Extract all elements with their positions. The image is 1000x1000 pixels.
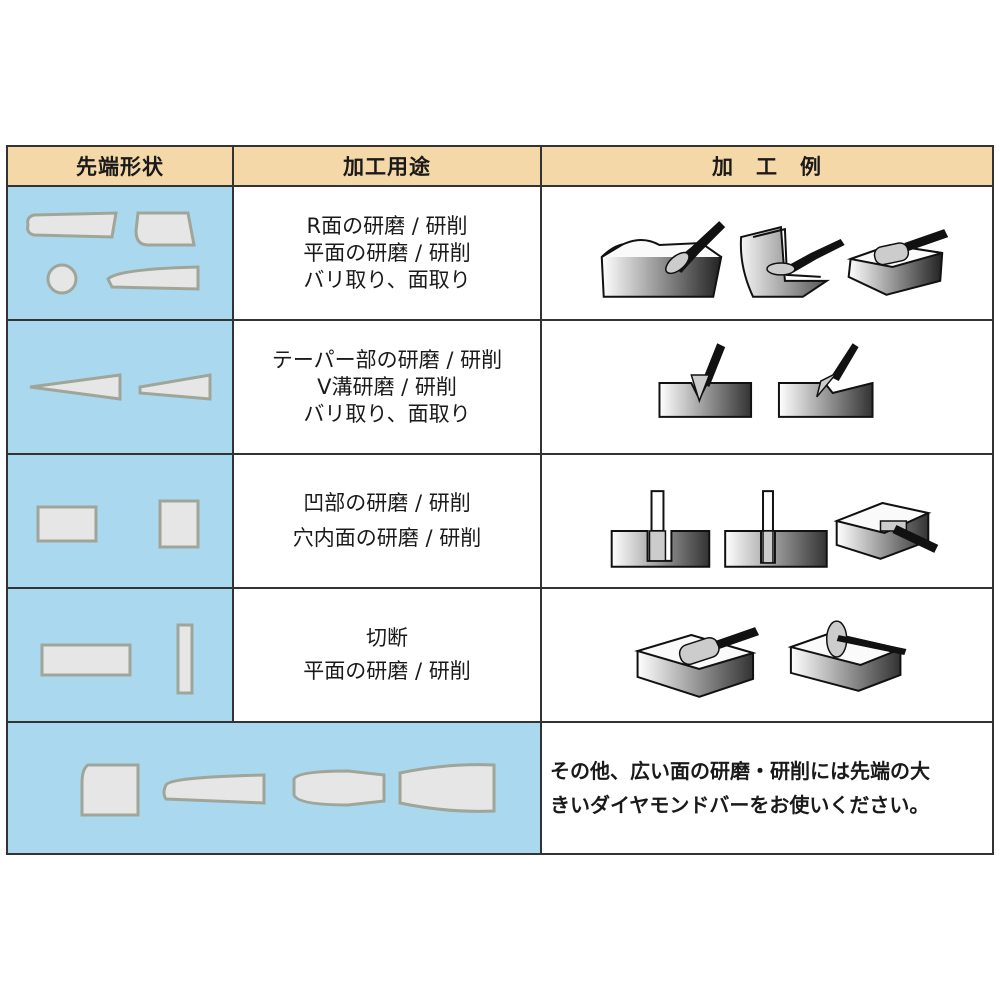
use-text: V溝研磨 / 研削 — [317, 374, 457, 399]
use-text: バリ取り、面取り — [303, 267, 471, 292]
v-groove-grinding-illustration — [658, 343, 753, 418]
column-divider — [540, 147, 542, 853]
tapered-tip-shape — [26, 211, 118, 239]
row-divider — [8, 587, 992, 589]
row-divider — [8, 453, 992, 455]
ball-tip-shape — [46, 263, 78, 295]
shape-usage-table: 先端形状 加工用途 加 工 例 R面の研磨 / 研削 平面の研磨 / 研削 バリ… — [6, 145, 994, 855]
row2-example-illustrations — [658, 343, 874, 418]
use-text: 平面の研磨 / 研削 — [303, 240, 471, 265]
row2-uses: テーパー部の研磨 / 研削 V溝研磨 / 研削 バリ取り、面取り — [234, 321, 540, 453]
cone-tip-shape — [29, 373, 122, 401]
row3-uses: 凹部の研磨 / 研削 穴内面の研磨 / 研削 — [234, 455, 540, 587]
disc-tip-shape — [40, 643, 132, 677]
row5-shapes — [8, 723, 540, 853]
row3-example-illustrations — [610, 490, 939, 568]
use-text: テーパー部の研磨 / 研削 — [271, 347, 503, 372]
large-tapered-tip-shape — [162, 773, 266, 805]
header-usage: 加工用途 — [234, 147, 540, 187]
note-line: きいダイヤモンドバーをお使いください。 — [550, 793, 930, 817]
cutting-illustration — [787, 620, 907, 692]
row4-shape-icons — [40, 623, 194, 695]
large-round-tip-shape — [80, 763, 140, 817]
slot-grinding-illustration — [833, 502, 939, 560]
row1-uses: R面の研磨 / 研削 平面の研磨 / 研削 バリ取り、面取り — [234, 187, 540, 319]
header-example: 加 工 例 — [542, 147, 992, 187]
row4-example-illustrations — [634, 620, 907, 698]
recess-grinding-illustration — [610, 490, 711, 568]
row3-examples — [542, 455, 992, 587]
row3-shapes — [8, 455, 232, 587]
note-line: その他、広い面の研磨・研削には先端の大 — [550, 759, 930, 783]
note-text: その他、広い面の研磨・研削には先端の大 きいダイヤモンドバーをお使いください。 — [542, 723, 992, 853]
use-text: 穴内面の研磨 / 研削 — [292, 526, 482, 550]
use-text: 凹部の研磨 / 研削 — [303, 491, 471, 515]
header-tip-shape: 先端形状 — [8, 147, 232, 187]
row4-uses: 切断 平面の研磨 / 研削 — [234, 589, 540, 721]
hole-grinding-illustration — [724, 490, 828, 568]
column-divider — [232, 147, 234, 721]
row2-shapes — [8, 321, 232, 453]
row4-examples — [542, 589, 992, 721]
use-text: 平面の研磨 / 研削 — [303, 659, 471, 683]
flame-tip-shape — [106, 265, 200, 291]
large-flame-tip-shape — [398, 763, 496, 813]
row1-shapes — [8, 187, 232, 319]
taper-deburring-illustration — [777, 343, 874, 418]
row2-shape-icons — [29, 373, 212, 401]
cylinder-tip-shape — [36, 505, 98, 543]
r-surface-grinding-illustration — [600, 221, 726, 298]
row-divider — [8, 319, 992, 321]
thin-disc-tip-shape — [176, 623, 194, 695]
short-cylinder-tip-shape — [158, 499, 200, 549]
flat-grinding-illustration — [634, 627, 760, 698]
row2-examples — [542, 321, 992, 453]
row1-example-illustrations — [600, 221, 949, 298]
row5-shape-icons — [80, 763, 496, 817]
flat-surface-grinding-illustration — [846, 229, 949, 296]
taper-tip-shape — [138, 373, 212, 401]
row4-shapes — [8, 589, 232, 721]
row3-shape-icons — [36, 499, 200, 549]
use-text: R面の研磨 / 研削 — [306, 213, 468, 238]
curved-surface-grinding-illustration — [739, 225, 845, 298]
use-text: 切断 — [366, 626, 408, 650]
row1-examples — [542, 187, 992, 319]
large-oval-tip-shape — [292, 769, 386, 807]
use-text: バリ取り、面取り — [303, 401, 471, 426]
row1-shape-icons — [26, 211, 200, 295]
round-end-tip-shape — [134, 211, 196, 247]
row-divider — [8, 721, 992, 723]
